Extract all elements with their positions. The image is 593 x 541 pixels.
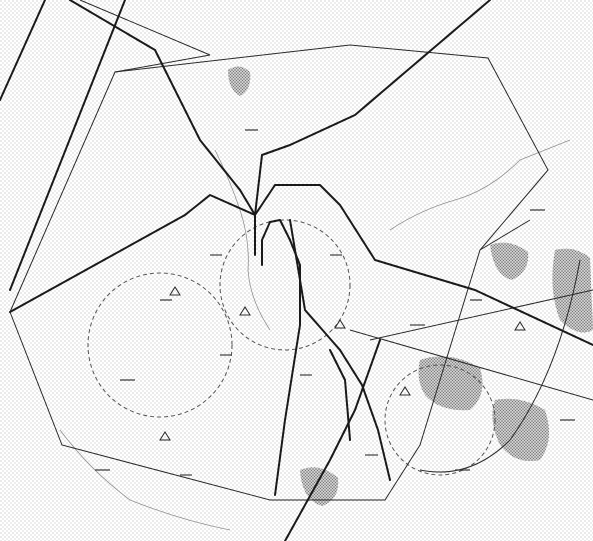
coastline-east [389,139,571,231]
dense-patch-east [552,248,593,333]
route-northeast[interactable] [254,0,491,216]
label-marks [95,129,575,476]
waypoint-triangle[interactable] [334,319,346,329]
range-rings [87,219,496,476]
route-center-east[interactable] [254,184,593,346]
route-inner-hook[interactable] [261,219,301,496]
boundary-southeast-arc[interactable] [479,219,531,251]
route-northwest-descent[interactable] [0,0,46,101]
waypoint-triangle[interactable] [239,306,251,316]
range-ring-west [87,272,233,418]
route-south-center[interactable] [289,219,391,481]
route-center-branch[interactable] [329,349,351,441]
coastline-layer [59,139,571,531]
waypoint-triangle[interactable] [514,321,526,331]
dense-patch-northeast [490,242,529,280]
boundary-east-cross[interactable] [369,289,593,341]
airspace-boundaries [9,0,593,501]
coastline-north [214,149,271,331]
waypoint-markers [159,286,526,441]
coastline-southwest [59,429,231,531]
boundary-southeast-curve[interactable] [419,259,581,473]
range-ring-south [384,364,496,476]
dense-patch-southeast [492,398,549,461]
route-west-long[interactable] [9,0,126,291]
waypoint-triangle[interactable] [159,431,171,441]
waypoint-triangle[interactable] [169,286,181,296]
route-north-fork[interactable] [69,0,256,256]
boundary-east-cross-2[interactable] [349,329,593,401]
route-southwest-to-center[interactable] [9,194,256,313]
route-south-long[interactable] [284,339,381,541]
dense-patch-north [228,66,251,96]
boundary-northwest-diag[interactable] [79,0,211,56]
range-ring-center [219,219,351,351]
waypoint-triangle[interactable] [399,386,411,396]
